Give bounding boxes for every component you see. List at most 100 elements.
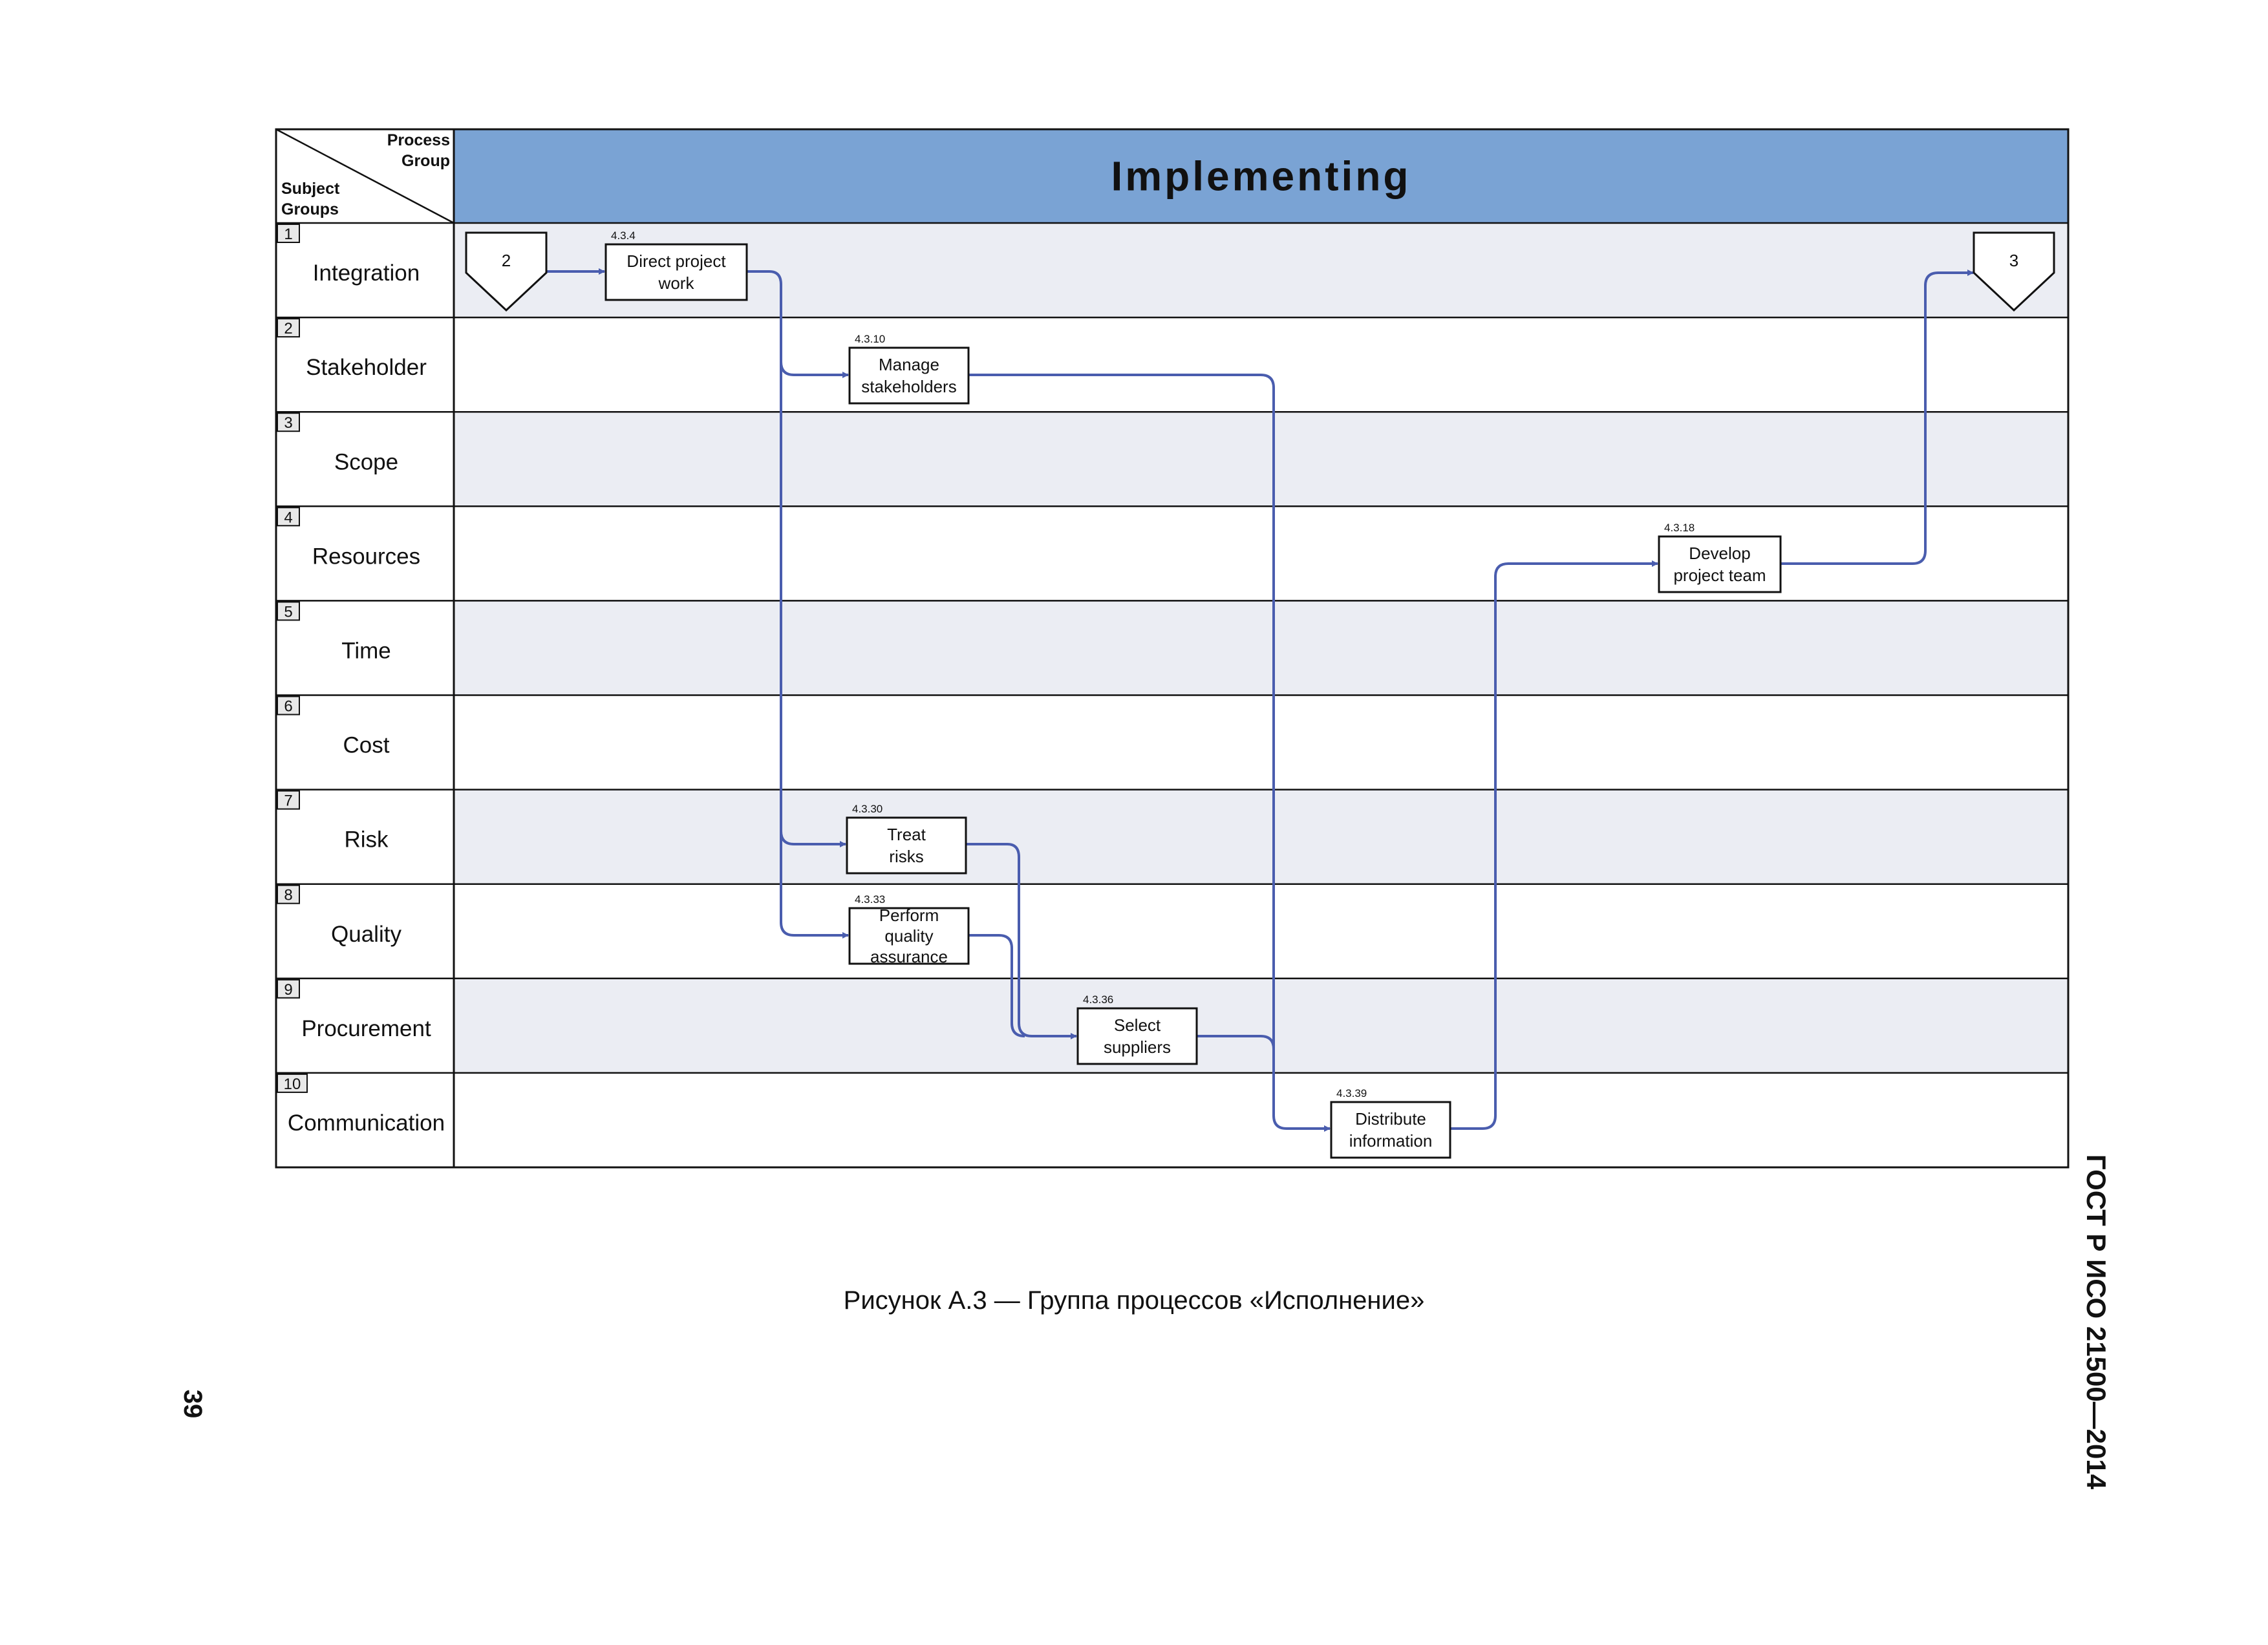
process-group-label: Group (401, 152, 450, 170)
row-number-box (277, 790, 300, 810)
connector-arrow (966, 843, 1077, 1039)
subject-group-risk: Risk (344, 827, 389, 853)
row-shade (454, 978, 2068, 1073)
row-number: 3 (284, 414, 292, 432)
standard-code: ГОСТ Р ИСО 21500—2014 (2081, 1154, 2112, 1490)
process-label: Distribute (1355, 1109, 1426, 1129)
process-box (604, 243, 748, 301)
process-box (1330, 1101, 1451, 1159)
process-label: Perform (879, 906, 939, 925)
process-box (1076, 1007, 1198, 1065)
row-number: 7 (284, 792, 292, 810)
subject-groups-label: Groups (281, 200, 339, 218)
process-label: work (658, 273, 695, 293)
row-number: 8 (284, 887, 292, 904)
subject-group-communication: Communication (288, 1110, 445, 1136)
connector-arrow (747, 270, 849, 378)
process-label: suppliers (1104, 1037, 1171, 1057)
process-box (1658, 535, 1782, 593)
connector-arrow (780, 831, 849, 939)
off-page-shape (465, 231, 548, 312)
subject-group-integration: Integration (313, 260, 420, 286)
process-box (848, 907, 970, 965)
grid-lines (275, 128, 2070, 1169)
subject-group-resources: Resources (312, 544, 420, 569)
connector-arrow (1197, 1035, 1275, 1050)
row-number-box (277, 224, 300, 243)
off-page-connector-in: 2 (465, 231, 548, 312)
row-number-box (277, 884, 300, 904)
process-label: Direct project (626, 251, 726, 271)
row-number: 9 (284, 981, 292, 999)
row-number-box (277, 412, 300, 432)
off-page-connector-out: 3 (1973, 231, 2055, 312)
off-page-number: 2 (502, 251, 511, 270)
process-label: assurance (870, 947, 948, 966)
process-label: Select (1114, 1015, 1161, 1035)
row-number-box (277, 1073, 308, 1093)
connector-arrow (968, 374, 1331, 1132)
process-box (846, 816, 967, 875)
row-number: 1 (284, 226, 292, 243)
row-shade (454, 600, 2068, 695)
process-label: risks (889, 847, 923, 866)
process-label: Manage (879, 355, 939, 374)
off-page-shape (1973, 231, 2055, 312)
subject-groups-label: Subject (281, 180, 340, 198)
table-border (275, 128, 2070, 1169)
row-number-box (277, 979, 300, 999)
process-code: 4.3.36 (1083, 993, 1113, 1006)
header-band (454, 129, 2068, 223)
connector-lines (546, 268, 1974, 1132)
process-label: quality (884, 926, 933, 946)
process-code: 4.3.39 (1336, 1087, 1367, 1099)
process-label: stakeholders (861, 377, 956, 396)
subject-group-stakeholder: Stakeholder (306, 355, 427, 380)
row-shade (454, 789, 2068, 884)
subject-group-cost: Cost (343, 733, 390, 758)
connector-arrow (1450, 560, 1658, 1130)
subject-group-quality: Quality (331, 922, 401, 947)
row-number-box (277, 507, 300, 527)
process-label: Treat (887, 825, 926, 844)
process-group-label: Process (387, 131, 450, 149)
process-label: information (1349, 1131, 1433, 1151)
page-number: 39 (178, 1389, 207, 1419)
figure-caption: Рисунок А.3 — Группа процессов «Исполнен… (843, 1286, 1425, 1315)
row-backgrounds (454, 223, 2068, 1073)
subject-group-labels: 1Integration2Stakeholder3Scope4Resources… (277, 224, 445, 1136)
connector-arrow (968, 934, 1025, 1037)
subject-group-scope: Scope (334, 449, 398, 474)
row-number: 5 (284, 603, 292, 621)
process-label: project team (1673, 566, 1766, 585)
corner-diagonal (275, 128, 455, 224)
row-number: 10 (284, 1076, 301, 1093)
process-code: 4.3.10 (855, 333, 885, 345)
diagram-title: Implementing (1111, 153, 1411, 200)
row-number-box (277, 695, 300, 716)
subject-group-procurement: Procurement (301, 1016, 431, 1041)
row-number-box (277, 601, 300, 621)
process-code: 4.3.4 (611, 229, 636, 242)
row-shade (454, 412, 2068, 507)
row-number: 6 (284, 698, 292, 716)
row-number: 4 (284, 509, 292, 526)
row-number-box (277, 318, 300, 338)
subject-group-time: Time (341, 638, 390, 663)
process-code: 4.3.30 (852, 803, 883, 815)
connector-arrow (1781, 270, 1974, 565)
process-label: Develop (1689, 544, 1750, 563)
process-code: 4.3.33 (855, 893, 885, 906)
off-page-number: 3 (2009, 251, 2018, 270)
